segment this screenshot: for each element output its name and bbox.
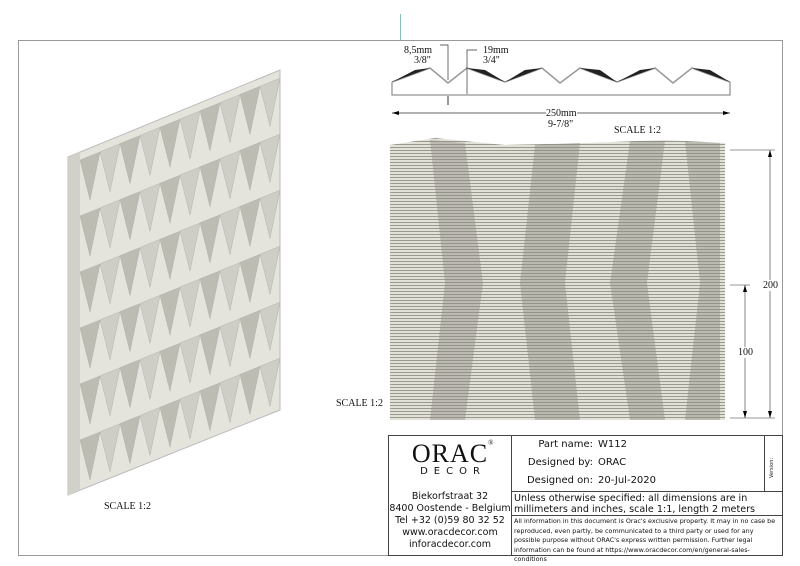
panel-facet	[79, 375, 101, 425]
depth-large-in: 3/4"	[483, 55, 500, 66]
panel-facet	[79, 151, 101, 201]
panel-facet	[159, 174, 181, 224]
panel-facet	[239, 366, 261, 415]
front-view	[390, 138, 775, 420]
panel-facet	[119, 135, 141, 184]
panel-facet	[139, 351, 161, 400]
dim-height-200: 200	[763, 280, 778, 291]
panel-facet	[79, 263, 101, 313]
panel-facet	[259, 77, 281, 127]
panel-facet	[179, 110, 201, 160]
panel-facet	[139, 183, 161, 232]
panel-facet	[159, 398, 181, 448]
cursor-line	[400, 14, 401, 40]
panel-facet	[259, 245, 281, 295]
version-cell: Version:	[764, 436, 783, 491]
panel-facet	[99, 143, 121, 192]
panel-facet	[179, 222, 201, 272]
panel-facet	[259, 357, 281, 407]
depth-small-mm: 8,5mm	[404, 45, 433, 56]
panel-facet	[179, 390, 201, 440]
panel-facet	[119, 415, 141, 464]
panel-facet	[139, 239, 161, 288]
panel-facet	[239, 254, 261, 303]
panel-facet	[239, 310, 261, 359]
panel-facet	[219, 374, 241, 423]
panel-facet	[119, 247, 141, 296]
panel-facet	[239, 86, 261, 135]
panel-facet	[99, 423, 121, 472]
scale-label-profile: SCALE 1:2	[614, 125, 661, 136]
panel-facet	[179, 166, 201, 216]
depth-small-in: 3/8"	[414, 55, 431, 66]
panel-facet	[159, 230, 181, 280]
panel-facet	[79, 319, 101, 369]
panel-facet	[159, 286, 181, 336]
panel-facet	[79, 207, 101, 257]
panel-facet	[219, 206, 241, 255]
panel-facet	[239, 198, 261, 247]
panel-facet	[259, 133, 281, 183]
panel-facet	[219, 318, 241, 367]
panel-facet	[199, 326, 221, 375]
orac-logo: ORAC® DECOR	[411, 439, 495, 477]
panel-facet	[119, 359, 141, 408]
part-info: Part name:W112 Designed by:ORAC Designed…	[511, 436, 765, 491]
panel-facet	[219, 150, 241, 199]
panel-facet	[199, 214, 221, 263]
panel-facet	[99, 311, 121, 360]
panel-facet	[199, 158, 221, 207]
panel-facet	[119, 303, 141, 352]
isometric-panel-view	[67, 69, 281, 496]
panel-facet	[119, 191, 141, 240]
panel-facet	[199, 382, 221, 431]
spec-note: Unless otherwise specified: all dimensio…	[511, 491, 782, 516]
panel-facet	[159, 342, 181, 392]
panel-facet	[139, 127, 161, 176]
scale-label-iso: SCALE 1:2	[104, 501, 151, 512]
panel-facet	[199, 270, 221, 319]
panel-facet	[199, 102, 221, 151]
legal-note: All information in this document is Orac…	[511, 516, 782, 563]
panel-facet	[259, 189, 281, 239]
panel-facet	[179, 334, 201, 384]
panel-facet	[159, 118, 181, 168]
panel-facet	[179, 278, 201, 328]
width-mm: 250mm	[546, 108, 577, 119]
panel-facet	[99, 199, 121, 248]
panel-facet	[139, 295, 161, 344]
panel-facet	[139, 407, 161, 456]
panel-facet	[99, 255, 121, 304]
panel-facet	[99, 367, 121, 416]
dim-height-100: 100	[738, 347, 753, 358]
scale-label-front: SCALE 1:2	[336, 398, 383, 409]
panel-facet	[219, 94, 241, 143]
panel-facet	[79, 431, 101, 481]
panel-facet	[219, 262, 241, 311]
profile-section-view	[391, 44, 731, 115]
panel-facet	[239, 142, 261, 191]
width-in: 9-7/8"	[548, 119, 574, 130]
panel-facet	[259, 301, 281, 351]
depth-large-mm: 19mm	[483, 45, 509, 56]
